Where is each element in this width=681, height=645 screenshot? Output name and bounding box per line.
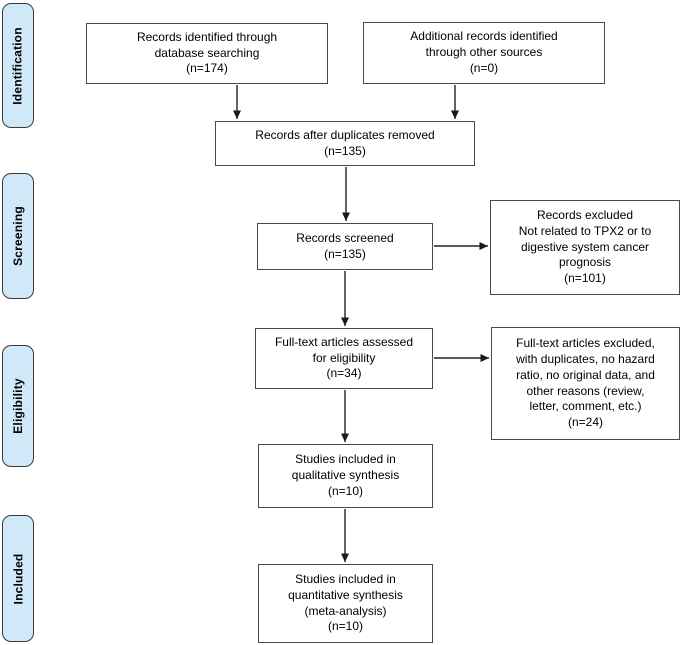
box-additional-records: Additional records identified through ot… (363, 22, 605, 84)
box-duplicates-removed: Records after duplicates removed (n=135) (215, 121, 475, 166)
box-records-screened: Records screened (n=135) (257, 223, 433, 270)
box-fulltext-excluded: Full-text articles excluded, with duplic… (491, 327, 680, 440)
stage-identification: Identification (2, 3, 34, 128)
stage-eligibility-label: Eligibility (11, 378, 26, 434)
box-records-excluded: Records excluded Not related to TPX2 or … (490, 200, 680, 295)
stage-screening-label: Screening (11, 206, 26, 266)
stage-included-label: Included (11, 553, 25, 604)
box-records-identified: Records identified through database sear… (86, 23, 328, 84)
stage-identification-label: Identification (11, 26, 25, 105)
box-qualitative-synthesis: Studies included in qualitative synthesi… (258, 444, 433, 508)
stage-included: Included (2, 515, 34, 642)
box-quantitative-synthesis: Studies included in quantitative synthes… (258, 564, 433, 643)
box-fulltext-assessed: Full-text articles assessed for eligibil… (255, 328, 433, 389)
stage-screening: Screening (2, 173, 34, 299)
stage-eligibility: Eligibility (2, 345, 34, 467)
